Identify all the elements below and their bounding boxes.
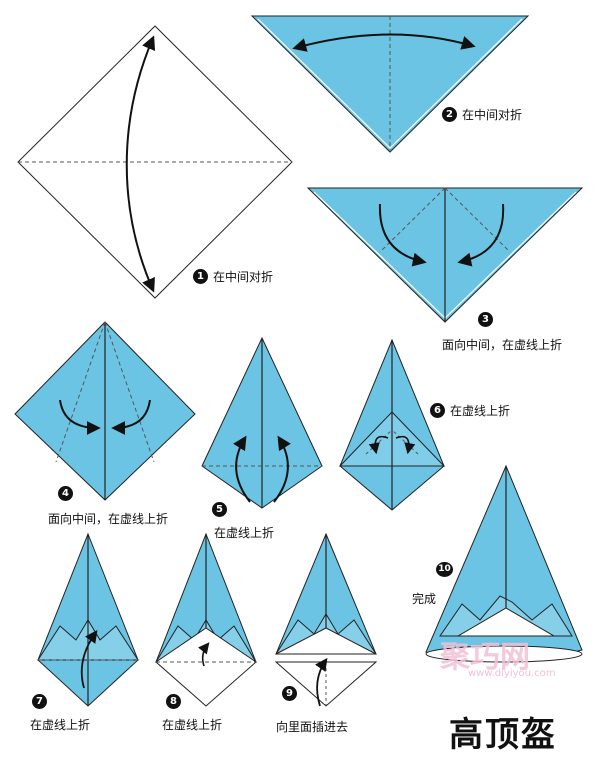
fold-arrow-left xyxy=(378,203,427,267)
step-2-caption: 2 在中间对折 xyxy=(442,106,522,123)
step-1-number: 1 xyxy=(193,269,208,284)
step-3-text: 面向中间，在虚线上折 xyxy=(442,338,563,352)
step-2-text: 在中间对折 xyxy=(462,108,523,122)
step-7-number-wrap: 7 xyxy=(32,694,52,709)
fold-arrow xyxy=(198,642,210,667)
fold-arrow-right xyxy=(395,435,416,455)
step-10-number: 10 xyxy=(436,562,453,577)
fold-arrow-left xyxy=(233,435,251,503)
fold-arrow-right xyxy=(457,203,505,267)
step-1-text: 在中间对折 xyxy=(213,270,274,284)
step-5-text: 在虚线上折 xyxy=(214,526,275,540)
step-10-number-wrap: 10 xyxy=(436,562,458,577)
step-3-number: 3 xyxy=(478,312,493,327)
step-5-number: 5 xyxy=(212,502,227,517)
step-8-figure xyxy=(155,532,257,707)
step-2-number: 2 xyxy=(442,107,457,122)
step-6-text: 在虚线上折 xyxy=(450,404,511,418)
step-4-figure xyxy=(14,321,196,501)
watermark-logo: 聚巧网 xyxy=(440,640,530,675)
fold-arrow-left xyxy=(59,399,101,435)
step-9-number: 9 xyxy=(282,686,297,701)
step-7-number: 7 xyxy=(32,694,47,709)
watermark-url: www.diyiyou.com xyxy=(468,668,556,679)
step-4-number-wrap: 4 xyxy=(58,486,78,501)
fold-arrow-left xyxy=(368,435,389,455)
step-8-text: 在虚线上折 xyxy=(162,718,223,732)
step-3-number-wrap: 3 xyxy=(478,312,498,327)
fold-arrow xyxy=(292,33,476,52)
step-6-number: 6 xyxy=(430,403,445,418)
step-1-caption: 1 在中间对折 xyxy=(193,268,273,285)
step-6-caption: 6 在虚线上折 xyxy=(430,402,510,419)
step-6-figure xyxy=(338,338,446,511)
step-7-figure xyxy=(37,532,139,707)
fold-arrow-right xyxy=(273,435,291,503)
step-4-text: 面向中间，在虚线上折 xyxy=(48,512,169,526)
step-8-number-wrap: 8 xyxy=(166,694,186,709)
page-title: 高顶盔 xyxy=(449,715,557,755)
step-3-figure xyxy=(306,187,584,323)
step-4-number: 4 xyxy=(58,486,73,501)
step-9-number-wrap: 9 xyxy=(282,686,302,701)
fold-arrow xyxy=(125,35,156,293)
step-9-figure xyxy=(274,532,378,707)
step-10-text: 完成 xyxy=(412,592,437,606)
step-5-number-wrap: 5 xyxy=(212,502,232,517)
step-8-number: 8 xyxy=(166,694,181,709)
fold-arrow-right xyxy=(111,399,151,435)
step-5-figure xyxy=(201,336,323,509)
step-9-text: 向里面插进去 xyxy=(276,720,349,734)
fold-arrow xyxy=(80,629,98,689)
fold-arrow xyxy=(315,657,328,707)
step-1-figure xyxy=(17,25,293,299)
step-2-figure xyxy=(250,15,530,153)
step-7-text: 在虚线上折 xyxy=(30,718,91,732)
step-10-figure xyxy=(425,464,583,663)
